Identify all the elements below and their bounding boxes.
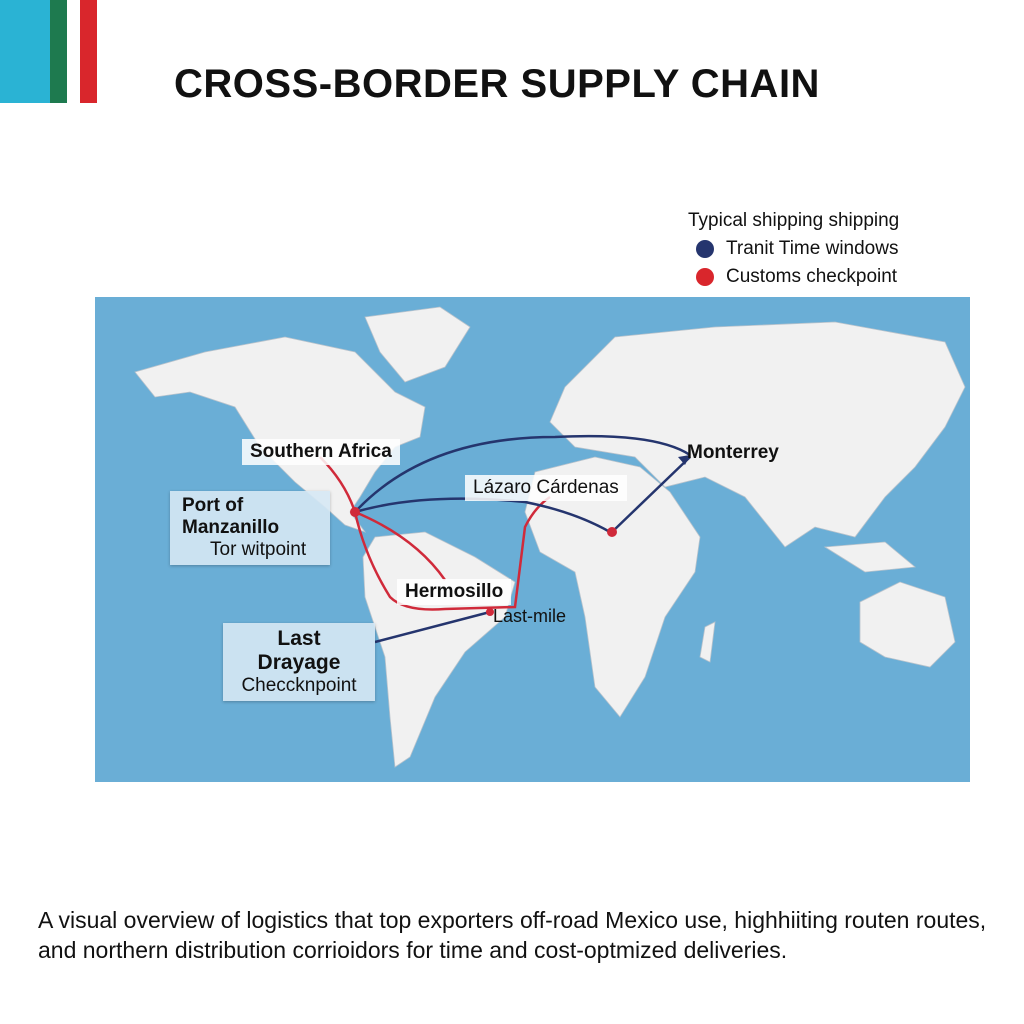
legend-label: Customs checkpoint — [726, 266, 898, 287]
label-last-mile: Last-mile — [493, 606, 567, 626]
red-dot-icon — [696, 268, 714, 286]
label-monterrey: Monterrey — [687, 442, 779, 463]
customs-point — [607, 527, 617, 537]
label-lazaro-cardenas: Lázaro Cárdenas — [465, 475, 627, 501]
customs-point — [486, 608, 494, 616]
label-southern-africa: Southern Africa — [242, 439, 400, 465]
box-last-drayage: Last Drayage Checcknpoint — [223, 623, 375, 701]
world-map: Southern Africa Lázaro Cárdenas Monterre… — [95, 297, 970, 782]
arrowhead-icon — [678, 455, 690, 465]
label-hermosillo: Hermosillo — [397, 579, 512, 605]
africa — [524, 456, 701, 718]
route-dark-4 — [374, 610, 491, 644]
legend-item-customs: Customs checkpoint — [696, 266, 899, 288]
legend: Typical shipping shipping Tranit Time wi… — [688, 210, 899, 288]
route-red-2 — [353, 495, 551, 611]
southeast-asia — [823, 541, 916, 573]
route-dark-1 — [354, 434, 691, 513]
box-subtitle: Checcknpoint — [241, 675, 357, 696]
south-america — [362, 531, 516, 768]
customs-point — [350, 507, 360, 517]
caption: A visual overview of logistics that top … — [38, 907, 987, 963]
north-america — [134, 336, 426, 533]
eurasia — [549, 321, 966, 548]
legend-item-transit: Tranit Time windows — [696, 238, 899, 260]
legend-label: Tranit Time windows — [726, 238, 899, 259]
flag-stripe-cyan — [0, 0, 50, 103]
route-dark-3 — [611, 456, 691, 533]
route-red-3 — [354, 510, 447, 581]
flag-stripe-green — [50, 0, 67, 103]
box-title: Port of Manzanillo — [182, 495, 280, 538]
madagascar — [699, 621, 716, 663]
australia — [859, 581, 956, 668]
dark-dot-icon — [696, 240, 714, 258]
flag-stripe-red — [80, 0, 97, 103]
box-subtitle: Tor witpoint — [210, 539, 307, 560]
box-title: Last Drayage — [257, 627, 341, 674]
legend-title: Typical shipping shipping — [688, 210, 900, 231]
box-manzanillo: Port of Manzanillo Tor witpoint — [170, 491, 330, 565]
greenland — [364, 306, 471, 383]
page-title: CROSS-BORDER SUPPLY CHAIN — [174, 62, 820, 106]
